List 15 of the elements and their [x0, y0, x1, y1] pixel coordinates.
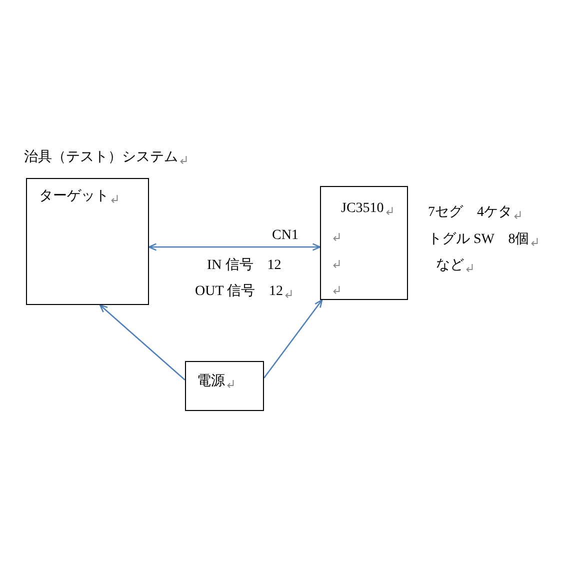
signal-label: IN 信号 12 [207, 258, 282, 274]
signal-label: OUT 信号 12 [195, 284, 284, 300]
arrow [263, 299, 323, 378]
block-box [320, 186, 408, 300]
arrow [99, 304, 186, 380]
double-arrow [148, 243, 321, 251]
diagram-title: 治具（テスト）システム [24, 150, 178, 166]
side-note: トグル SW 8個 [428, 232, 530, 248]
box-label: JC3510 [341, 201, 384, 217]
box-label: 電源 [197, 374, 225, 390]
box-label: ターゲット [39, 189, 109, 205]
side-note: など [436, 258, 464, 274]
block-box [185, 361, 264, 411]
side-note: 7セグ 4ケタ [428, 205, 512, 221]
block-box [26, 178, 149, 305]
